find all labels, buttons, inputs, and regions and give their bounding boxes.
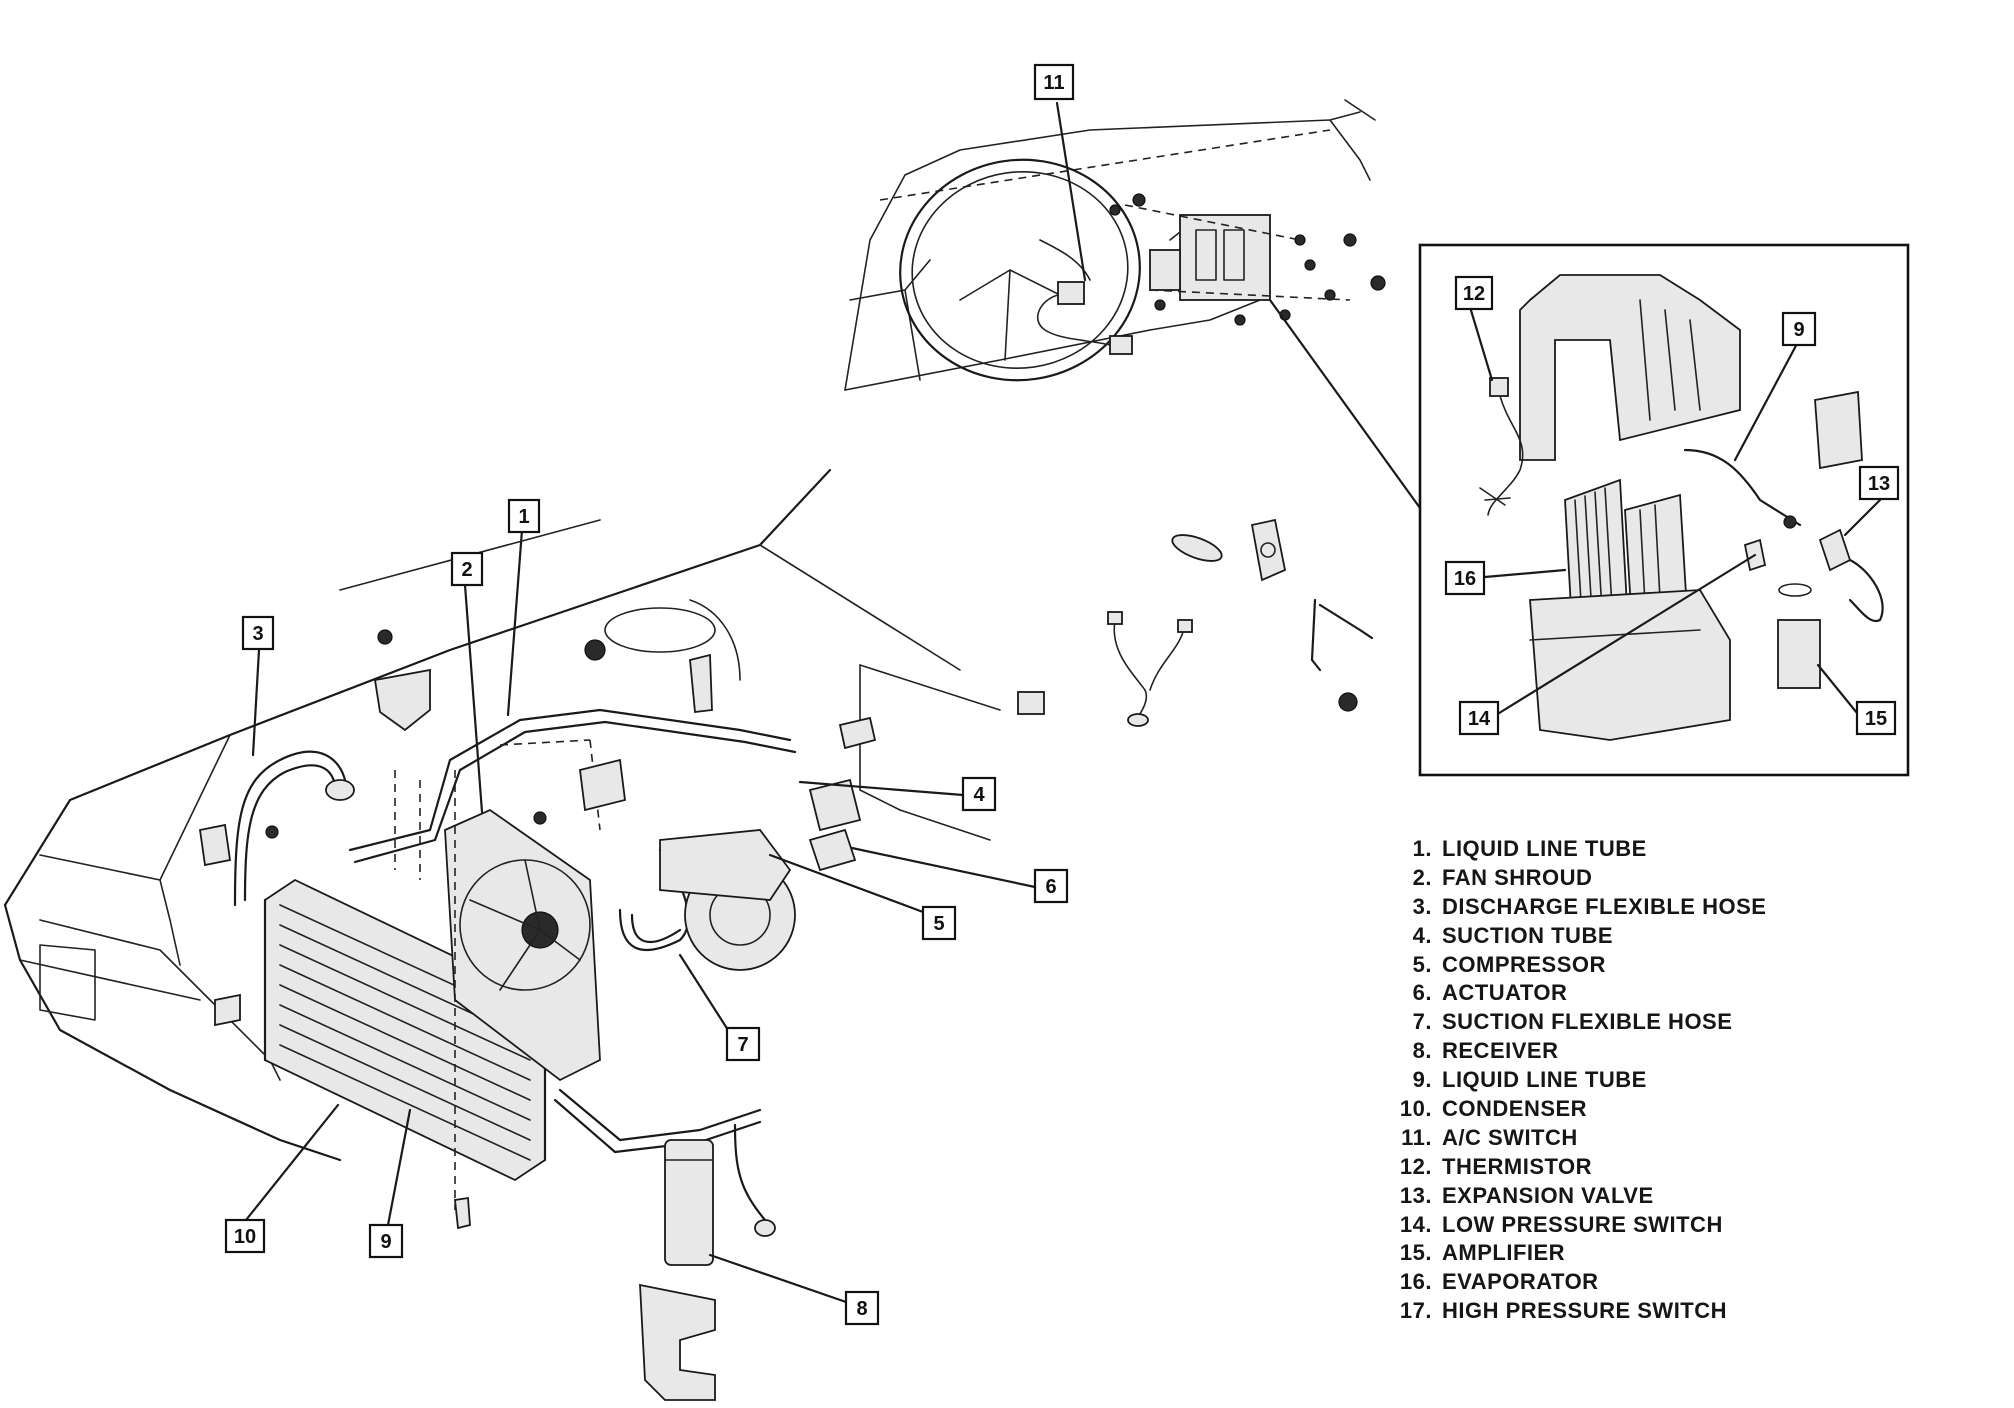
legend-text: THERMISTOR <box>1442 1153 1593 1179</box>
svg-text:13: 13 <box>1868 473 1890 495</box>
callout-6: 6 <box>1033 868 1069 904</box>
legend-item: 10. CONDENSER <box>1398 1095 1918 1124</box>
legend-number: 3. <box>1412 893 1432 919</box>
legend-text: A/C SWITCH <box>1442 1124 1578 1150</box>
svg-text:16: 16 <box>1454 568 1476 590</box>
callout-11: 11 <box>1033 63 1075 101</box>
legend-number: 8. <box>1412 1038 1432 1064</box>
callout-9: 9 <box>368 1223 404 1259</box>
legend-number: 10. <box>1399 1096 1432 1122</box>
callout-3: 3 <box>241 615 275 651</box>
legend-item: 6. ACTUATOR <box>1398 979 1918 1008</box>
legend-text: HIGH PRESSURE SWITCH <box>1442 1298 1728 1324</box>
engine-components <box>198 629 877 1401</box>
legend-number: 9. <box>1412 1067 1432 1093</box>
legend-number: 6. <box>1412 980 1432 1006</box>
legend-item: 9. LIQUID LINE TUBE <box>1398 1066 1918 1095</box>
legend-item: 1. LIQUID LINE TUBE <box>1398 835 1918 864</box>
legend-number: 14. <box>1399 1211 1432 1237</box>
svg-text:12: 12 <box>1463 283 1485 305</box>
svg-text:6: 6 <box>1045 876 1056 898</box>
legend-number: 5. <box>1412 951 1432 977</box>
legend-number: 15. <box>1399 1240 1432 1266</box>
legend-item: 8. RECEIVER <box>1398 1037 1918 1066</box>
svg-text:3: 3 <box>252 623 263 645</box>
legend-number: 17. <box>1399 1298 1432 1324</box>
legend-text: FAN SHROUD <box>1442 864 1593 890</box>
legend-number: 7. <box>1412 1009 1432 1035</box>
legend-text: AMPLIFIER <box>1442 1240 1566 1266</box>
callout-16: 16 <box>1444 560 1486 596</box>
legend-number: 1. <box>1412 836 1432 861</box>
legend-item: 5. COMPRESSOR <box>1398 951 1918 980</box>
legend-item: 7. SUCTION FLEXIBLE HOSE <box>1398 1008 1918 1037</box>
legend-item: 2. FAN SHROUD <box>1398 864 1918 893</box>
callout-9-inset: 9 <box>1781 311 1817 347</box>
legend-text: LOW PRESSURE SWITCH <box>1442 1211 1723 1237</box>
svg-text:5: 5 <box>933 913 944 935</box>
legend-number: 2. <box>1412 864 1432 890</box>
legend-number: 12. <box>1399 1153 1432 1179</box>
callout-7: 7 <box>725 1026 761 1062</box>
legend-text: LIQUID LINE TUBE <box>1442 1067 1647 1093</box>
svg-text:9: 9 <box>1793 319 1804 341</box>
legend-item: 4. SUCTION TUBE <box>1398 922 1918 951</box>
callout-12: 12 <box>1454 275 1494 311</box>
svg-text:1: 1 <box>518 506 529 528</box>
legend-number: 13. <box>1399 1182 1432 1208</box>
legend-item: 13. EXPANSION VALVE <box>1398 1182 1918 1211</box>
legend-item: 15. AMPLIFIER <box>1398 1239 1918 1268</box>
legend-number: 16. <box>1399 1269 1432 1295</box>
evaporator-inset <box>1418 243 1910 777</box>
legend-number: 11. <box>1401 1124 1432 1150</box>
callout-5: 5 <box>921 905 957 941</box>
callout-boxes: 1 2 3 4 5 6 7 8 <box>224 63 1900 1326</box>
svg-text:10: 10 <box>234 1226 256 1248</box>
callout-15: 15 <box>1855 700 1897 736</box>
callout-8: 8 <box>844 1290 880 1326</box>
dashboard-drawing <box>844 99 1386 391</box>
svg-text:7: 7 <box>737 1034 748 1056</box>
legend-text: LIQUID LINE TUBE <box>1442 836 1647 861</box>
legend-item: 16. EVAPORATOR <box>1398 1268 1918 1297</box>
callout-2: 2 <box>450 551 484 587</box>
legend-text: COMPRESSOR <box>1442 951 1606 977</box>
legend-text: RECEIVER <box>1442 1038 1559 1064</box>
svg-text:14: 14 <box>1468 708 1491 730</box>
legend-text: SUCTION TUBE <box>1442 922 1613 948</box>
legend-text: DISCHARGE FLEXIBLE HOSE <box>1442 893 1767 919</box>
callout-4: 4 <box>961 776 997 812</box>
callout-14: 14 <box>1458 700 1500 736</box>
callout-1: 1 <box>507 498 541 534</box>
legend-item: 3. DISCHARGE FLEXIBLE HOSE <box>1398 893 1918 922</box>
legend-text: CONDENSER <box>1442 1096 1588 1122</box>
legend-item: 17. HIGH PRESSURE SWITCH <box>1398 1297 1918 1326</box>
legend-text: SUCTION FLEXIBLE HOSE <box>1442 1009 1733 1035</box>
callout-13: 13 <box>1858 465 1900 501</box>
legend-item: 11. A/C SWITCH <box>1398 1124 1918 1153</box>
svg-text:4: 4 <box>973 784 985 806</box>
car-body <box>3 468 1001 1162</box>
legend-item: 14. LOW PRESSURE SWITCH <box>1398 1211 1918 1240</box>
legend-item: 12. THERMISTOR <box>1398 1153 1918 1182</box>
svg-text:9: 9 <box>380 1231 391 1253</box>
callout-leaders <box>244 101 1882 1304</box>
legend-text: EVAPORATOR <box>1442 1269 1599 1295</box>
legend-text: ACTUATOR <box>1442 980 1568 1006</box>
legend-text: EXPANSION VALVE <box>1442 1182 1654 1208</box>
svg-text:2: 2 <box>461 559 472 581</box>
svg-text:11: 11 <box>1043 72 1064 94</box>
svg-text:15: 15 <box>1865 708 1887 730</box>
parts-legend: 1. LIQUID LINE TUBE 2. FAN SHROUD 3. DISCHA… <box>1398 835 1918 1326</box>
legend-number: 4. <box>1412 922 1432 948</box>
callout-10: 10 <box>224 1218 266 1254</box>
svg-text:8: 8 <box>856 1298 867 1320</box>
loose-parts <box>1017 518 1374 727</box>
